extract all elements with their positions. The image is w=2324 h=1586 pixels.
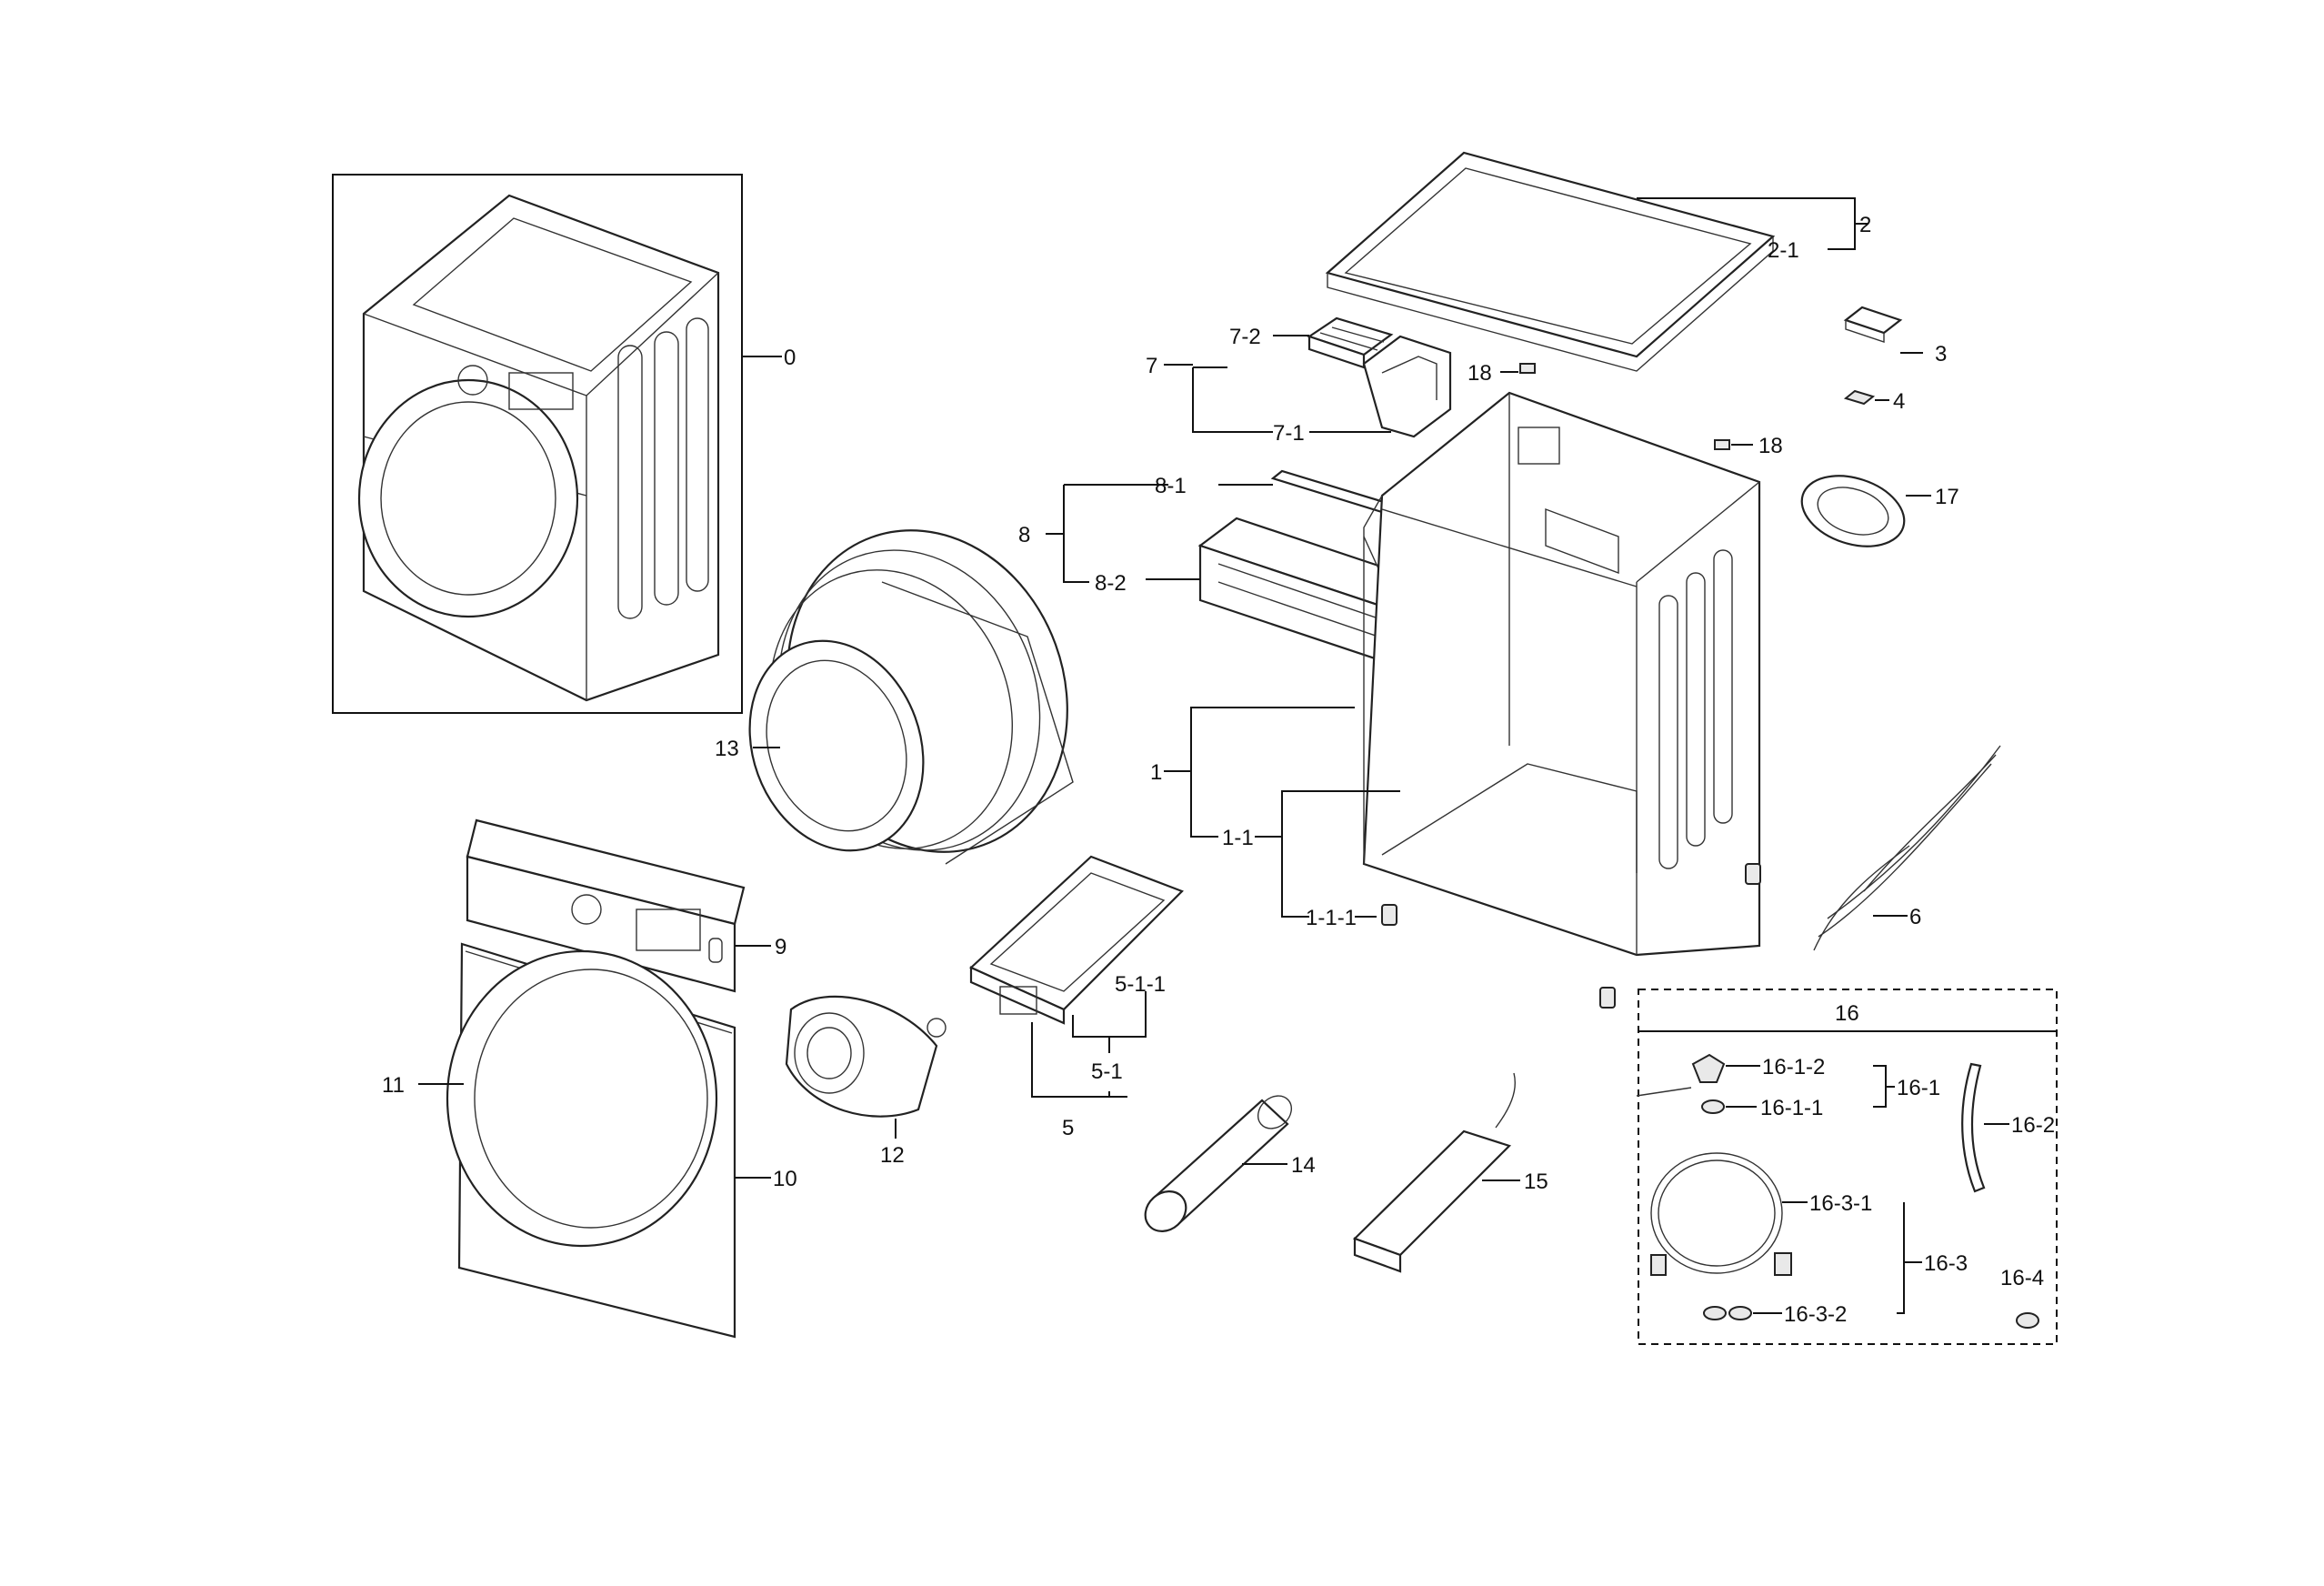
callout-5-1-1: 5-1-1 bbox=[1115, 972, 1166, 997]
callout-11: 11 bbox=[382, 1073, 405, 1098]
callout-2-1: 2-1 bbox=[1768, 238, 1799, 263]
part-16-3-1-fill-hose bbox=[1650, 1152, 1792, 1276]
part-18-sensor-a bbox=[1519, 363, 1536, 374]
callout-7-2: 7-2 bbox=[1229, 325, 1261, 349]
callout-5-1: 5-1 bbox=[1091, 1059, 1123, 1084]
callout-1-1: 1-1 bbox=[1222, 826, 1254, 850]
callout-12: 12 bbox=[880, 1143, 905, 1168]
callout-17: 17 bbox=[1935, 485, 1959, 509]
part-16-3-2-washers bbox=[1703, 1306, 1752, 1320]
callout-16-3: 16-3 bbox=[1924, 1251, 1968, 1276]
part-16-1-2-y-connector bbox=[1636, 1053, 1726, 1097]
callout-8-1: 8-1 bbox=[1155, 474, 1187, 498]
part-9-control-panel bbox=[466, 818, 746, 993]
callout-7: 7 bbox=[1146, 354, 1157, 378]
part-13-drum bbox=[748, 529, 1074, 865]
callout-2: 2 bbox=[1859, 213, 1871, 237]
callout-5: 5 bbox=[1062, 1116, 1074, 1140]
part-16-4-washer bbox=[2016, 1312, 2039, 1329]
part-14-duct bbox=[1144, 1095, 1293, 1232]
callout-18-a: 18 bbox=[1468, 361, 1492, 386]
callout-13: 13 bbox=[715, 737, 739, 761]
part-2-top-panel bbox=[1325, 151, 1776, 372]
callout-16-1-2: 16-1-2 bbox=[1762, 1055, 1825, 1079]
part-12-blower-housing bbox=[785, 995, 947, 1118]
part-15-heater bbox=[1352, 1072, 1516, 1273]
part-3-bracket bbox=[1843, 306, 1903, 343]
callout-7-1: 7-1 bbox=[1273, 421, 1305, 446]
part-11-door bbox=[446, 949, 718, 1248]
part-7-1-filter-housing bbox=[1362, 335, 1452, 438]
callout-9: 9 bbox=[775, 935, 786, 959]
callout-8-2: 8-2 bbox=[1095, 571, 1127, 596]
part-16-1-1-washer bbox=[1701, 1099, 1725, 1114]
part-16-kit-box bbox=[1638, 989, 2058, 1345]
part-16-2-hose bbox=[1961, 1062, 1986, 1193]
callout-4: 4 bbox=[1893, 389, 1905, 414]
part-17-duct-cover bbox=[1800, 475, 1906, 547]
callout-16-4: 16-4 bbox=[2000, 1266, 2044, 1290]
part-18-sensor-b bbox=[1714, 439, 1730, 450]
callout-0: 0 bbox=[784, 346, 796, 370]
callout-16-3-2: 16-3-2 bbox=[1784, 1302, 1847, 1327]
callout-3: 3 bbox=[1935, 342, 1947, 366]
part-5-heater-assembly bbox=[969, 855, 1184, 1025]
callout-1: 1 bbox=[1150, 760, 1162, 785]
callout-8: 8 bbox=[1018, 523, 1030, 547]
part-1-1-1-feet bbox=[1381, 863, 1761, 1009]
part-4-clip bbox=[1843, 389, 1876, 406]
part-0-dryer-assembly bbox=[332, 174, 743, 714]
part-1-cabinet bbox=[1362, 391, 1761, 957]
callout-6: 6 bbox=[1909, 905, 1921, 929]
callout-16-1: 16-1 bbox=[1897, 1076, 1940, 1100]
callout-15: 15 bbox=[1524, 1169, 1548, 1194]
callout-16: 16 bbox=[1835, 1001, 1859, 1026]
part-6-wire-harness bbox=[1813, 745, 2001, 951]
callout-16-2: 16-2 bbox=[2011, 1113, 2055, 1138]
callout-16-1-1: 16-1-1 bbox=[1760, 1096, 1823, 1120]
callout-1-1-1: 1-1-1 bbox=[1306, 906, 1357, 930]
callout-16-3-1: 16-3-1 bbox=[1809, 1191, 1872, 1216]
callout-10: 10 bbox=[773, 1167, 797, 1191]
callout-18-b: 18 bbox=[1758, 434, 1783, 458]
callout-14: 14 bbox=[1291, 1153, 1316, 1178]
